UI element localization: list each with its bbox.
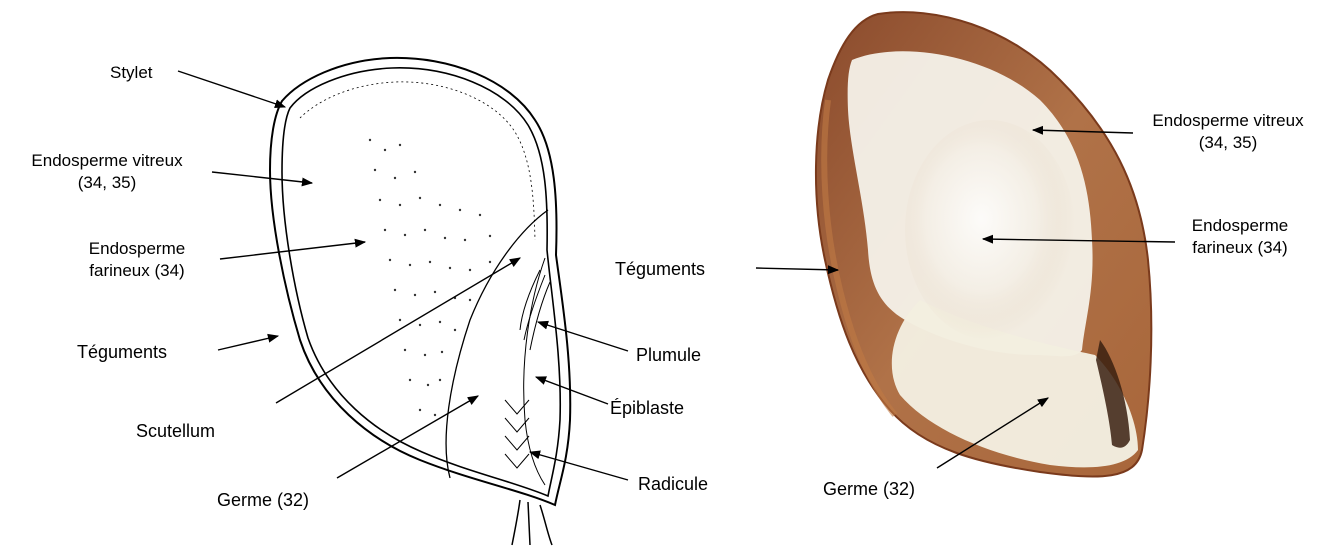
starchy-stipple <box>369 139 491 416</box>
label-endosperme-vitreux-left-line2: (34, 35) <box>7 172 207 194</box>
label-germe-right: Germe (32) <box>823 478 915 500</box>
arrow-teguments-left <box>218 336 278 350</box>
label-endosperme-vitreux-left: Endosperme vitreux (34, 35) <box>7 150 207 194</box>
photo-core-glow <box>905 120 1075 340</box>
kernel-drawing <box>270 58 570 545</box>
kernel-photo <box>816 12 1151 476</box>
label-endosperme-vitreux-right-line2: (34, 35) <box>1128 132 1328 154</box>
label-endosperme-vitreux-right: Endosperme vitreux (34, 35) <box>1128 110 1328 154</box>
label-endosperme-farineux-right-line2: farineux (34) <box>1170 237 1310 259</box>
plumule-line-3 <box>530 282 550 350</box>
arrow-endosperme-farineux-left <box>220 242 365 259</box>
kernel-outer-outline <box>270 58 570 505</box>
arrow-epiblaste <box>536 377 608 404</box>
label-radicule: Radicule <box>638 473 708 495</box>
label-endosperme-vitreux-right-line1: Endosperme vitreux <box>1128 110 1328 132</box>
arrow-radicule <box>530 452 628 480</box>
label-endosperme-farineux-left: Endosperme farineux (34) <box>62 238 212 282</box>
radicle-chevron-3 <box>505 436 529 450</box>
label-endosperme-farineux-left-line1: Endosperme <box>62 238 212 260</box>
radicle-chevron-1 <box>505 400 529 414</box>
label-endosperme-farineux-left-line2: farineux (34) <box>62 260 212 282</box>
germ-boundary <box>446 210 548 478</box>
label-stylet: Stylet <box>110 62 153 84</box>
label-epiblaste: Épiblaste <box>610 397 684 419</box>
arrow-endosperme-vitreux-left <box>212 172 312 183</box>
radicle-chevron-4 <box>505 454 529 468</box>
embryo-axis <box>524 258 545 485</box>
label-teguments-right: Téguments <box>615 258 705 280</box>
aleurone-band <box>300 82 535 240</box>
pedicel <box>512 500 552 545</box>
label-endosperme-vitreux-left-line1: Endosperme vitreux <box>7 150 207 172</box>
label-scutellum: Scutellum <box>136 420 215 442</box>
label-germe-left: Germe (32) <box>217 489 309 511</box>
label-endosperme-farineux-right-line1: Endosperme <box>1170 215 1310 237</box>
arrow-scutellum <box>276 258 520 403</box>
label-teguments-left: Téguments <box>77 341 167 363</box>
arrow-stylet <box>178 71 285 107</box>
label-plumule: Plumule <box>636 344 701 366</box>
label-endosperme-farineux-right: Endosperme farineux (34) <box>1170 215 1310 259</box>
arrow-teguments-right <box>756 268 838 270</box>
arrow-plumule <box>538 322 628 351</box>
kernel-inner-outline <box>282 68 560 496</box>
